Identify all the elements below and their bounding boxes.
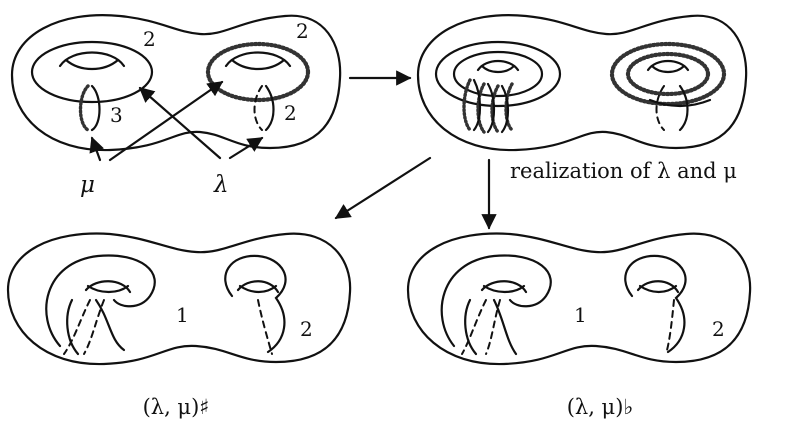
surface-outline-top-left [10, 14, 342, 152]
surface-bottom-left: 1 2 [6, 232, 352, 366]
surface-top-right [416, 14, 748, 152]
mu-curve-dotted [78, 84, 90, 132]
surface-top-left: 2 2 2 3 [10, 14, 342, 152]
realization-note: realization of λ and μ [510, 159, 737, 183]
arrow-mu-to-left [89, 136, 104, 162]
label-multiplicity: 3 [110, 103, 123, 127]
label-multiplicity: 2 [284, 101, 297, 125]
handle-hole-right [224, 51, 292, 68]
handle-hole-left [58, 51, 126, 68]
caption-flat: (λ, μ)♭ [567, 395, 634, 419]
arrow-to-sharp [334, 156, 432, 220]
surface-outline-bottom-right [406, 232, 752, 366]
surface-bottom-right: 1 2 [406, 232, 752, 366]
arrow-lambda-to-left [138, 86, 222, 160]
surface-outline-bottom-left [6, 232, 352, 366]
lambda-curve-front [264, 84, 275, 132]
label-multiplicity: 1 [574, 303, 587, 327]
handle-ring-right-dotted [205, 41, 311, 103]
handle-ring-left [30, 40, 154, 104]
arrow-mu-to-right [108, 80, 224, 162]
label-multiplicity: 1 [176, 303, 189, 327]
mu-curve-front [90, 84, 101, 132]
caption-sharp: (λ, μ)♯ [143, 395, 210, 419]
pointer-arrows: μ λ [80, 80, 264, 198]
label-multiplicity: 2 [712, 317, 725, 341]
label-multiplicity: 2 [300, 317, 313, 341]
label-multiplicity: 2 [143, 27, 156, 51]
surface-outline-top-right [416, 14, 748, 152]
arrow-lambda-to-right [228, 136, 264, 160]
lambda-curve-dashed [253, 85, 263, 131]
label-multiplicity: 2 [296, 19, 309, 43]
label-mu: μ [80, 172, 95, 198]
label-lambda: λ [213, 172, 229, 198]
